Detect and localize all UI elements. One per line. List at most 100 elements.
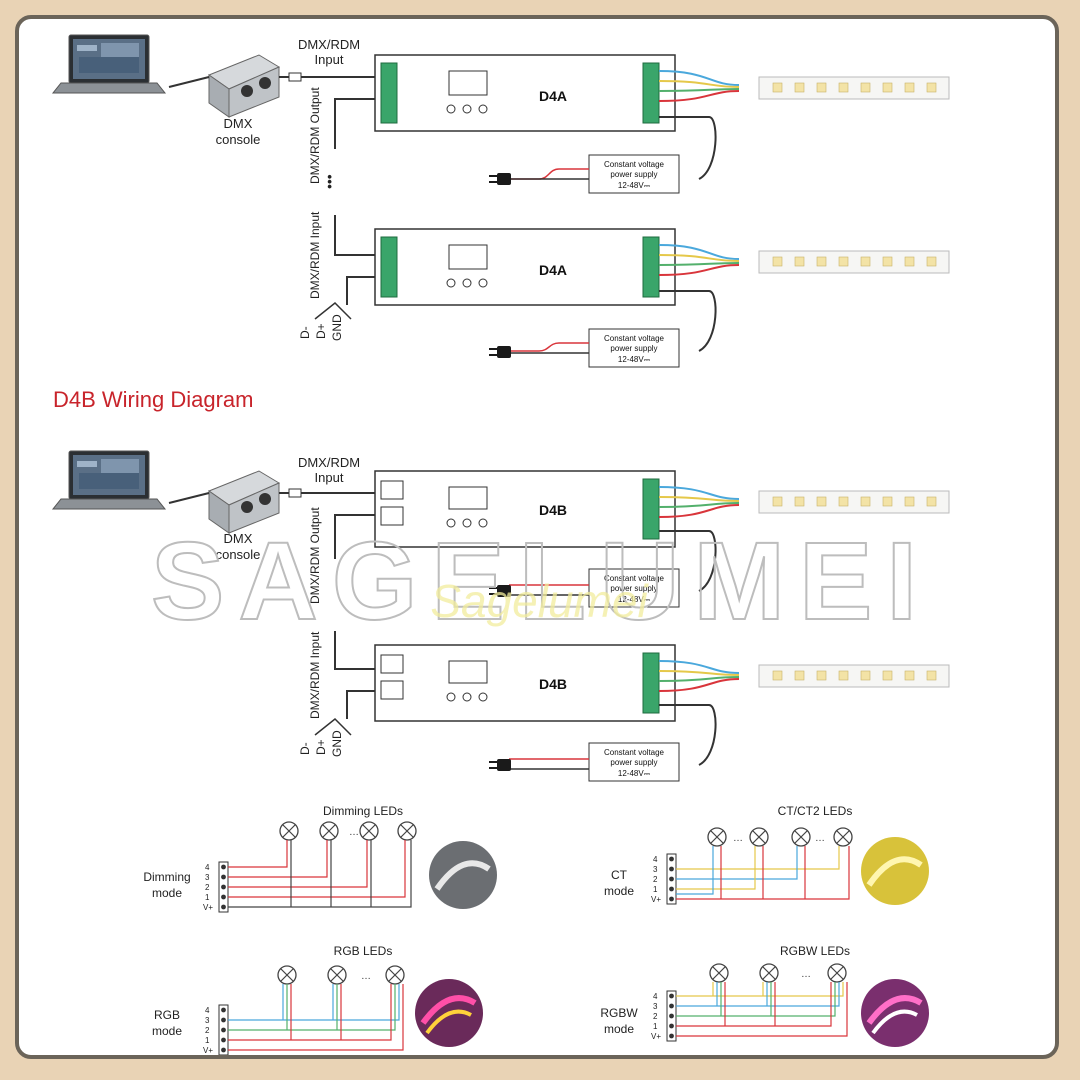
dimming-sample-image — [429, 841, 497, 909]
svg-text:…: … — [349, 827, 359, 838]
terminal-block — [218, 861, 229, 913]
device-label-d4a-1: D4A — [539, 88, 567, 104]
pin-label: 1 — [653, 885, 658, 894]
ct-mode-diagram: CT/CT2 LEDs … … CT mode 4 3 2 1 V+ — [604, 804, 929, 905]
dimming-mode-label-1: Dimming — [143, 870, 190, 884]
psu-label-2c: 12-48V⎓ — [618, 355, 651, 364]
lamp-icon — [279, 821, 299, 841]
lamp-icon — [791, 827, 811, 847]
d-minus-label-1: D- — [298, 326, 312, 339]
watermark-outline: SAGELUMEI — [151, 520, 931, 643]
d4b-controller-1: D4B — [374, 470, 676, 548]
lamp-icon — [319, 821, 339, 841]
pin-label: 1 — [205, 893, 210, 902]
dmx-console-icon — [208, 54, 280, 118]
ellipsis-1: ••• — [321, 174, 337, 189]
rgb-leds-title: RGB LEDs — [334, 944, 393, 958]
laptop-icon-2 — [52, 450, 166, 510]
plug-icon-1 — [488, 172, 512, 186]
lamp-icon — [277, 965, 297, 985]
ct-leds-title: CT/CT2 LEDs — [778, 804, 853, 818]
lamp-icon — [709, 963, 729, 983]
dimming-mode-diagram: Dimming LEDs … Dimming mode 4 3 2 1 V+ — [143, 804, 497, 913]
pin-label: V+ — [651, 1032, 661, 1041]
pin-label: 1 — [653, 1022, 658, 1031]
psu-label-4a: Constant voltage — [604, 748, 665, 757]
d4b-controller-2: D4B — [374, 644, 676, 722]
console-label-4: console — [216, 547, 261, 562]
psu-label-2a: Constant voltage — [604, 334, 665, 343]
rgbw-leds-title: RGBW LEDs — [780, 944, 850, 958]
watermark-script: Sagelumei — [430, 575, 649, 627]
dmx-output-label-2: DMX/RDM Output — [308, 507, 322, 604]
lamp-icon — [833, 827, 853, 847]
psu-label-4c: 12-48V⎓ — [618, 769, 651, 778]
led-strip-1 — [758, 76, 950, 100]
device-label-d4a-2: D4A — [539, 262, 567, 278]
terminal-block — [666, 990, 677, 1042]
pin-label: V+ — [651, 895, 661, 904]
dmx-input-label-3: DMX/RDM — [298, 455, 360, 470]
d4a-controller-1: D4A — [374, 54, 676, 132]
dimming-mode-label-2: mode — [152, 886, 182, 900]
dmx-input-vertical-label-2: DMX/RDM Input — [308, 631, 322, 719]
rgb-mode-label-2: mode — [152, 1024, 182, 1038]
pin-label: 3 — [653, 865, 658, 874]
pin-label: 4 — [205, 1006, 210, 1015]
ct-mode-label-2: mode — [604, 884, 634, 898]
psu-label-1a: Constant voltage — [604, 160, 665, 169]
led-strip-4 — [758, 664, 950, 688]
device-label-d4b-2: D4B — [539, 676, 567, 692]
d-plus-label-2: D+ — [314, 739, 328, 755]
lamp-icon — [385, 965, 405, 985]
dmx-input-label-4: Input — [315, 470, 344, 485]
psu-label-4b: power supply — [610, 758, 657, 767]
led-strip-3 — [758, 490, 950, 514]
psu-label-3b: power supply — [610, 584, 657, 593]
power-supply-2: Constant voltage power supply 12-48V⎓ — [588, 328, 680, 368]
led-strip-2 — [758, 250, 950, 274]
power-supply-4: Constant voltage power supply 12-48V⎓ — [588, 742, 680, 782]
plug-icon-4 — [488, 758, 512, 772]
pin-label: 4 — [653, 855, 658, 864]
console-label-1: DMX — [224, 116, 253, 131]
rgbw-mode-label-1: RGBW — [600, 1006, 638, 1020]
laptop-icon — [52, 34, 166, 94]
pin-label: V+ — [203, 1046, 213, 1055]
pin-label: 3 — [653, 1002, 658, 1011]
section-title: D4B Wiring Diagram — [53, 387, 254, 412]
pin-label: 2 — [653, 875, 658, 884]
pin-label: 3 — [205, 1016, 210, 1025]
psu-label-2b: power supply — [610, 344, 657, 353]
pin-label: 2 — [205, 1026, 210, 1035]
wiring-diagram: DMX console DMX/RDM Input DMX/RDM Output… — [52, 34, 950, 1055]
psu-label-3a: Constant voltage — [604, 574, 665, 583]
dmx-output-label: DMX/RDM Output — [308, 87, 322, 184]
lamp-icon — [359, 821, 379, 841]
d-minus-label-2: D- — [298, 742, 312, 755]
lamp-icon — [707, 827, 727, 847]
lamp-icon — [749, 827, 769, 847]
device-label-d4b-1: D4B — [539, 502, 567, 518]
pin-label: 2 — [205, 883, 210, 892]
plug-icon-2 — [488, 345, 512, 359]
rgbw-mode-diagram: RGBW LEDs … RGBW mode 4 3 2 1 V+ — [600, 944, 929, 1047]
console-label-2: console — [216, 132, 261, 147]
ct-mode-label-1: CT — [611, 868, 628, 882]
console-label-3: DMX — [224, 531, 253, 546]
dmx-input-label-1: DMX/RDM — [298, 37, 360, 52]
pin-label: 2 — [653, 1012, 658, 1021]
svg-text:…: … — [801, 969, 811, 980]
diagram-frame: DMX console DMX/RDM Input DMX/RDM Output… — [15, 15, 1059, 1059]
power-supply-1: Constant voltage power supply 12-48V⎓ — [588, 154, 680, 194]
rgbw-mode-label-2: mode — [604, 1022, 634, 1036]
d4a-controller-2: D4A — [374, 228, 676, 306]
lamp-icon — [397, 821, 417, 841]
gnd-label-2: GND — [330, 730, 344, 757]
ct-sample-image — [861, 837, 929, 905]
pin-label: 1 — [205, 1036, 210, 1045]
gnd-label-1: GND — [330, 314, 344, 341]
dimming-leds-title: Dimming LEDs — [323, 804, 403, 818]
rgb-mode-diagram: RGB LEDs … RGB mode 4 3 2 1 V+ — [152, 944, 483, 1055]
dmx-input-label-2: Input — [315, 52, 344, 67]
